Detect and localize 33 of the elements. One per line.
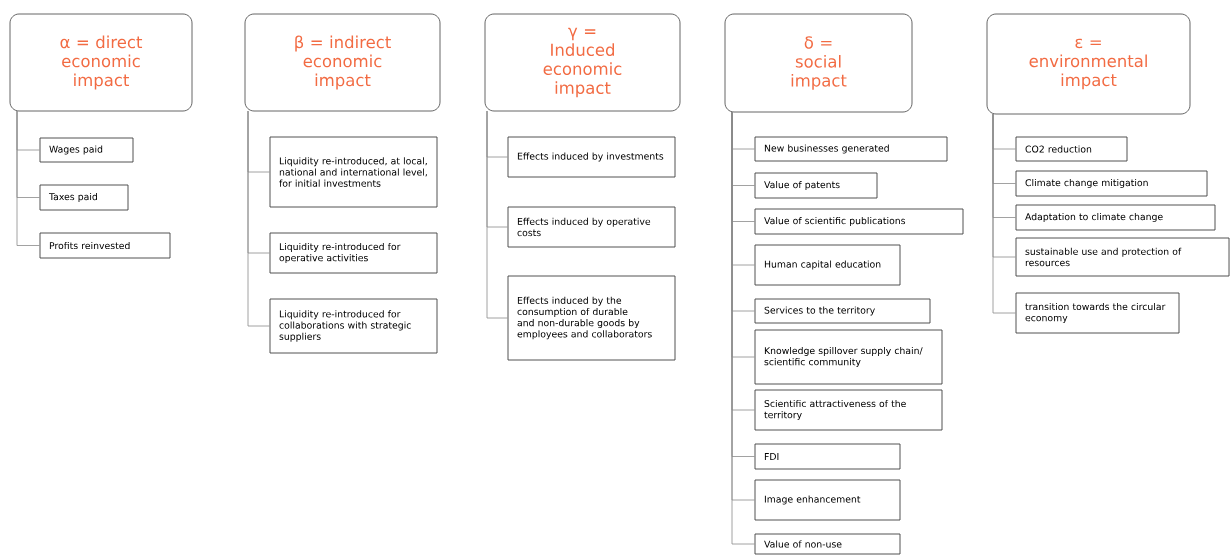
item-box: CO2 reduction [1015,136,1128,162]
item-box: Liquidity re-introduced, at local, national and international level, for initial investments [269,136,438,208]
category-box: β = indirect economic impact [244,13,441,112]
item-box: Liquidity re-introduced for collaborations with strategic suppliers [269,298,438,354]
item-box: Climate change mitigation [1015,170,1208,197]
item-box: Image enhancement [754,479,901,521]
item-box: sustainable use and protection of resources [1015,237,1230,277]
item-box: transition towards the circular economy [1015,292,1180,334]
item-box: New businesses generated [754,136,948,162]
connector-line [992,113,1016,314]
item-box: Taxes paid [39,184,129,211]
connector-line [486,110,508,319]
item-box: Profits reinvested [39,232,171,259]
category-box: δ = social impact [724,13,913,113]
item-box: Effects induced by the consumption of durable and non-durable goods by employees and collaborators [507,275,676,361]
item-box: Human capital education [754,244,901,286]
item-box: Adaptation to climate change [1015,204,1216,231]
item-box: Services to the territory [754,298,931,324]
category-box: α = direct economic impact [9,13,193,112]
item-box: Liquidity re-introduced for operative activities [269,232,438,274]
item-box: Scientific attractiveness of the territory [754,389,943,431]
category-box: γ = Induced economic impact [484,13,681,112]
item-box: FDI [754,443,901,470]
item-box: Value of scientific publications [754,208,964,235]
item-box: Effects induced by operative costs [507,206,676,248]
item-box: Value of non-use [754,533,901,555]
item-box: Knowledge spillover supply chain/ scientific community [754,329,943,385]
item-box: Effects induced by investments [507,136,676,178]
category-box: ε = environmental impact [986,13,1191,115]
connector-line [16,110,40,246]
connector-line [247,110,270,327]
item-box: Value of patents [754,172,878,199]
item-box: Wages paid [39,137,134,163]
